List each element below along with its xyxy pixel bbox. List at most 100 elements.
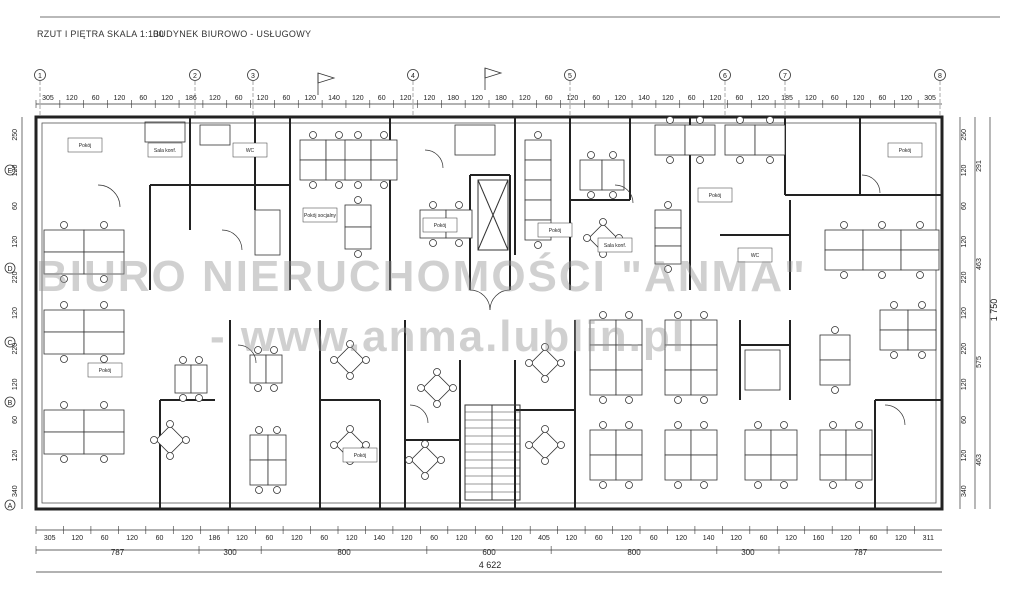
chair [700,481,708,489]
axis-circle [719,69,731,81]
chair [346,340,354,348]
chair [335,181,343,189]
axis-label: 6 [723,73,727,80]
axis-label: 4 [411,73,415,80]
chair [433,400,441,408]
chair [60,401,68,409]
chair [433,368,441,376]
desk [299,159,327,181]
dim-label: 120 [805,95,817,102]
interior-walls [149,117,942,509]
axis-circle [4,396,16,408]
chair [557,441,565,449]
chair [696,156,704,164]
desk [83,229,125,253]
chair [255,426,263,434]
desk [174,364,192,394]
outer-wall [34,115,944,511]
axis-label: 1 [38,73,42,80]
dim-label: 120 [12,165,19,177]
dim-label: 120 [961,165,968,177]
chair [557,359,565,367]
chair [60,355,68,363]
dim-label: 60 [12,416,19,424]
chair [525,359,533,367]
desk [249,459,269,486]
dim-label: 120 [181,535,193,542]
dim-label: 250 [12,129,19,141]
fixture [744,349,781,391]
chair [354,250,362,258]
chair [195,356,203,364]
dim-label: 60 [12,202,19,210]
chair [664,265,672,273]
chair [534,131,542,139]
desk [654,245,682,265]
dim-label: 311 [923,535,934,542]
chair [918,301,926,309]
room-tag [232,142,268,158]
bottom-dimension-ticks [35,526,915,534]
axis-circle [407,69,419,81]
chair [754,421,762,429]
chair [780,421,788,429]
axis-circle [189,69,201,81]
chair [179,394,187,402]
chair [330,441,338,449]
dim-label: 60 [485,535,493,542]
desk [690,429,718,456]
chair [541,457,549,465]
desk [83,409,125,433]
dim-label: 120 [710,95,722,102]
chair [254,346,262,354]
dim-label: 120 [257,95,269,102]
desk [770,454,798,481]
chair [270,384,278,392]
dim-label: 463 [976,454,983,466]
desk [819,454,847,481]
axis-label: 2 [193,73,197,80]
desk [589,319,617,346]
room-label: Pokój [434,223,447,229]
desk [907,309,937,331]
dim-label: 60 [735,95,743,102]
dim-label: 220 [961,343,968,355]
desk [43,431,85,455]
room-label: WC [751,253,760,259]
dim-label: 60 [320,535,328,542]
chair [335,131,343,139]
dim-label: 186 [209,535,221,542]
desk [907,329,937,351]
chair [182,436,190,444]
dim-label: 60 [878,95,886,102]
axis-circle [934,69,946,81]
chair [270,346,278,354]
room-label: Pokój [899,148,912,154]
chair [455,201,463,209]
chair [346,425,354,433]
room-label: Pokój [354,453,367,459]
chair [700,396,708,404]
room-tag [422,217,458,233]
desk [845,454,873,481]
chair [100,355,108,363]
dim-label: 120 [126,535,138,542]
building-title: BUDYNEK BIUROWO - USŁUGOWY [153,29,312,39]
desk [524,199,552,221]
meeting-table [530,430,560,460]
chair [700,311,708,319]
desk [654,209,682,229]
dim-label: 305 [924,95,936,102]
desk [601,159,625,191]
axis-circle [34,69,46,81]
dim-label: 120 [346,535,358,542]
chair [625,421,633,429]
chair [60,301,68,309]
dim-label: 220 [12,271,19,283]
chair [255,486,263,494]
dim-label: 120 [785,535,797,542]
dim-label: 140 [373,535,385,542]
desk [744,454,772,481]
chair [736,156,744,164]
